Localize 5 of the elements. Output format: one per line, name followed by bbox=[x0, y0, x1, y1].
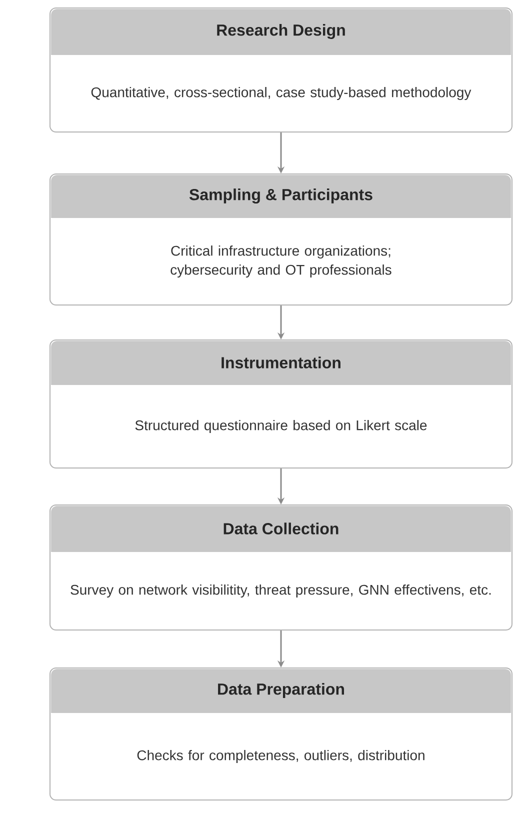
process-box: Sampling & Participants Critical infrastructure organizations; cybersecurity and OT professionals bbox=[50, 174, 512, 306]
process-box: Data Collection Survey on network visibilitity, threat pressure, GNN effectivens, etc. bbox=[50, 504, 512, 630]
process-box: Instrumentation Structured questionnaire based on Likert scale bbox=[50, 340, 512, 468]
process-box: Data Preparation Checks for completeness, outliers, distribution bbox=[50, 668, 512, 800]
process-box: Research Design Quantitative, cross-sectional, case study-based methodology bbox=[50, 8, 512, 132]
